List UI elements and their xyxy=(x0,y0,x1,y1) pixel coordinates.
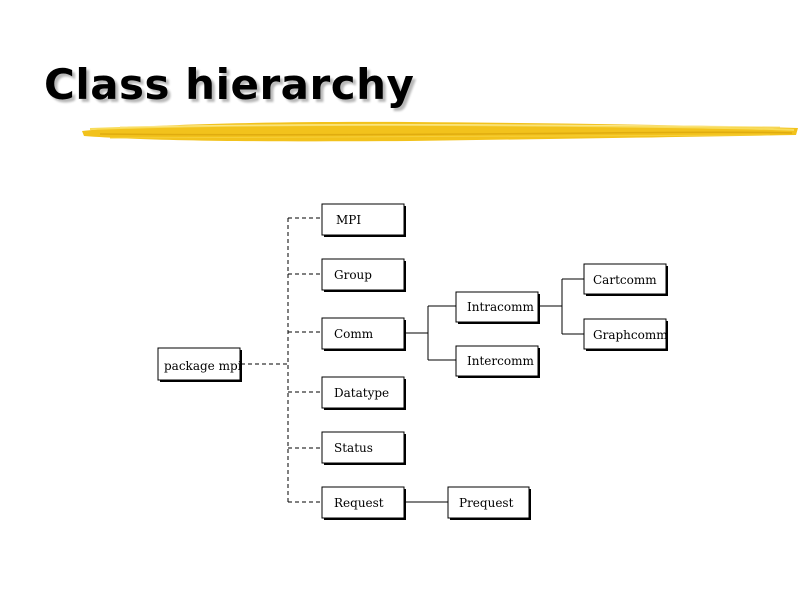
node-intercomm-label: Intercomm xyxy=(467,354,534,368)
inheritance-connectors xyxy=(405,278,584,503)
node-comm: Comm xyxy=(321,317,406,351)
package-connectors xyxy=(241,217,322,503)
node-intracomm: Intracomm xyxy=(455,291,540,324)
node-request: Request xyxy=(321,486,406,520)
node-package-mpi: package mpi xyxy=(157,347,242,382)
node-comm-label: Comm xyxy=(334,327,374,341)
node-status-label: Status xyxy=(334,441,373,455)
node-mpi-label: MPI xyxy=(336,213,361,227)
node-cartcomm: Cartcomm xyxy=(583,263,668,296)
node-cartcomm-label: Cartcomm xyxy=(593,273,657,287)
node-intracomm-label: Intracomm xyxy=(467,300,535,314)
node-status: Status xyxy=(321,431,406,465)
slide-title: Class hierarchy xyxy=(44,60,415,109)
node-datatype-label: Datatype xyxy=(334,386,389,400)
node-package-mpi-label: package mpi xyxy=(164,359,242,373)
node-prequest: Prequest xyxy=(447,486,531,520)
node-group: Group xyxy=(321,258,406,292)
node-request-label: Request xyxy=(334,496,384,510)
node-mpi: MPI xyxy=(321,203,406,237)
node-intercomm: Intercomm xyxy=(455,345,540,378)
title-underline-brush xyxy=(82,121,798,142)
node-datatype: Datatype xyxy=(321,376,406,410)
node-group-label: Group xyxy=(334,268,372,282)
node-prequest-label: Prequest xyxy=(459,496,514,510)
node-graphcomm-label: Graphcomm xyxy=(593,328,668,342)
node-graphcomm: Graphcomm xyxy=(583,318,668,351)
